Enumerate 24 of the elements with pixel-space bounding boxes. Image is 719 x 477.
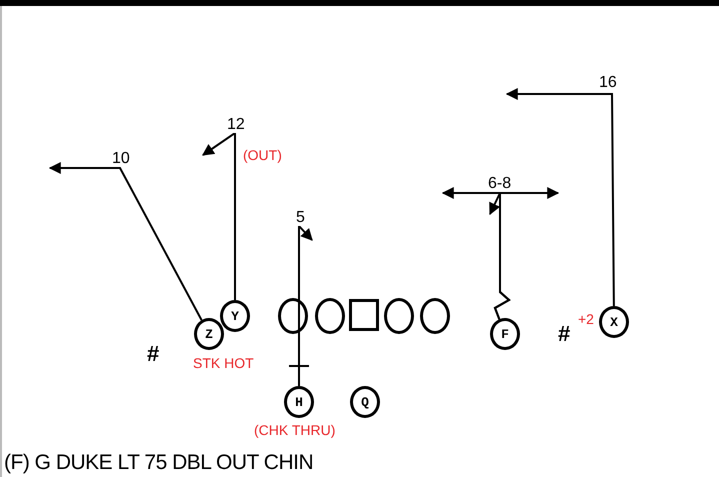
- hash-mark: #: [558, 323, 570, 345]
- lineman-circle: [315, 298, 345, 334]
- player-note: +2: [578, 312, 594, 326]
- route-depth: 5: [295, 210, 306, 226]
- route-depth: 12: [226, 117, 246, 133]
- lineman-circle: [384, 298, 414, 334]
- player-circle: X: [599, 306, 629, 338]
- route-arrow: [506, 88, 615, 306]
- hash-mark: #: [147, 343, 160, 365]
- player-circle: Y: [220, 300, 250, 332]
- player-circle: Z: [194, 318, 224, 350]
- route-arrow: [48, 162, 202, 321]
- player-circle: Q: [350, 386, 380, 418]
- route-arrow: [202, 131, 236, 300]
- route-arrow: [489, 192, 511, 320]
- lineman-circle: [420, 298, 450, 334]
- player-circle: H: [284, 386, 314, 418]
- route-note: (OUT): [243, 148, 282, 162]
- player-circle: F: [490, 318, 520, 350]
- center-square: [349, 299, 379, 331]
- player-note: (CHK THRU): [254, 423, 336, 437]
- lineman-circle: [278, 298, 308, 334]
- play-name: (F) G DUKE LT 75 DBL OUT CHIN: [4, 452, 314, 473]
- player-note: STK HOT: [193, 356, 254, 370]
